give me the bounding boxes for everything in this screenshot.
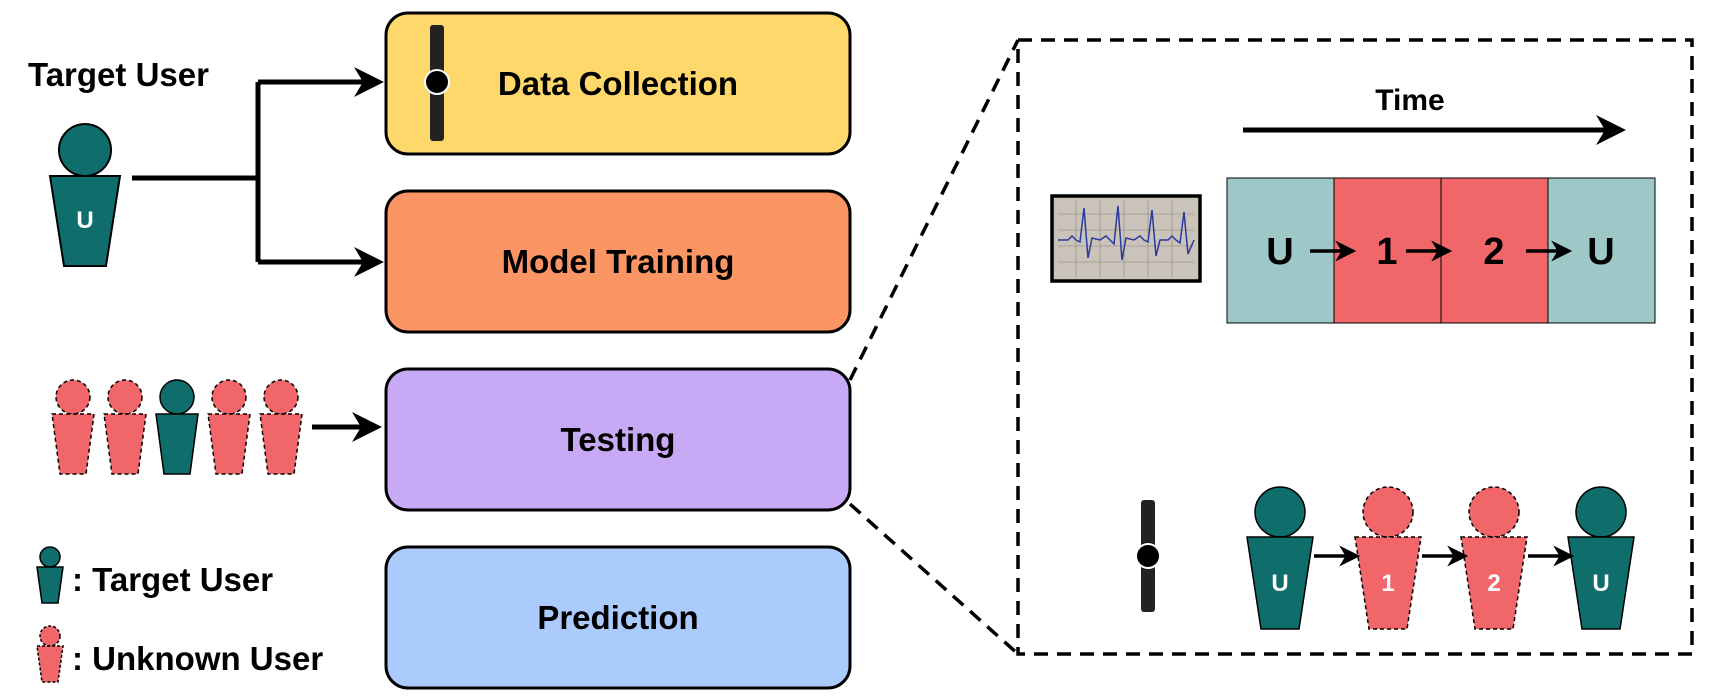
time-segments: U 1 2 U: [1226, 177, 1656, 324]
ecg-monitor-icon: [1050, 194, 1202, 283]
segment-label: U: [1266, 231, 1293, 273]
stage-label-data-collection: Data Collection: [498, 65, 738, 102]
user-sequence: U 1 2 U: [1246, 486, 1635, 630]
stage-prediction: Prediction: [384, 545, 852, 690]
unknown-user-figure: [51, 379, 95, 475]
target-user-figure: U: [1246, 486, 1314, 630]
target-user-title: Target User: [28, 56, 209, 93]
testing-user-group: [51, 379, 303, 475]
sequence-user-letter: 1: [1381, 570, 1394, 597]
testing-detail-panel: Time U: [1016, 38, 1694, 656]
stage-model-training: Model Training: [384, 189, 852, 334]
stage-testing: Testing: [384, 367, 852, 512]
stage-label-model-training: Model Training: [502, 243, 735, 280]
unknown-user-figure: [259, 379, 303, 475]
sequence-user-letter: U: [1271, 570, 1288, 597]
legend-target-label: : Target User: [72, 561, 273, 598]
zoom-connector: [848, 39, 1020, 656]
unknown-user-figure: 1: [1354, 486, 1422, 630]
stage-data-collection: Data Collection: [384, 11, 852, 156]
legend-target-icon: [36, 546, 64, 604]
segment-label: U: [1587, 231, 1614, 273]
target-user-figure: [155, 379, 199, 475]
legend-unknown-label: : Unknown User: [72, 640, 323, 677]
sequence-user-letter: 2: [1487, 570, 1500, 597]
segment-label: 2: [1483, 231, 1504, 273]
wearable-sensor-icon: [1135, 500, 1161, 612]
unknown-user-figure: 2: [1460, 486, 1528, 630]
legend: : Target User : Unknown User: [36, 546, 323, 683]
segment-label: 1: [1376, 231, 1397, 273]
unknown-user-figure: [207, 379, 251, 475]
unknown-user-figure: [103, 379, 147, 475]
target-user-figure: U: [48, 123, 122, 267]
target-user-letter: U: [76, 207, 93, 234]
sequence-user-letter: U: [1592, 570, 1609, 597]
stage-label-testing: Testing: [561, 421, 676, 458]
legend-unknown-icon: [36, 625, 64, 683]
wearable-sensor-icon: [424, 25, 450, 141]
target-user-figure: U: [1567, 486, 1635, 630]
time-axis-label: Time: [1375, 84, 1444, 117]
stage-label-prediction: Prediction: [537, 599, 698, 636]
user-to-stage-connector: [132, 67, 384, 277]
